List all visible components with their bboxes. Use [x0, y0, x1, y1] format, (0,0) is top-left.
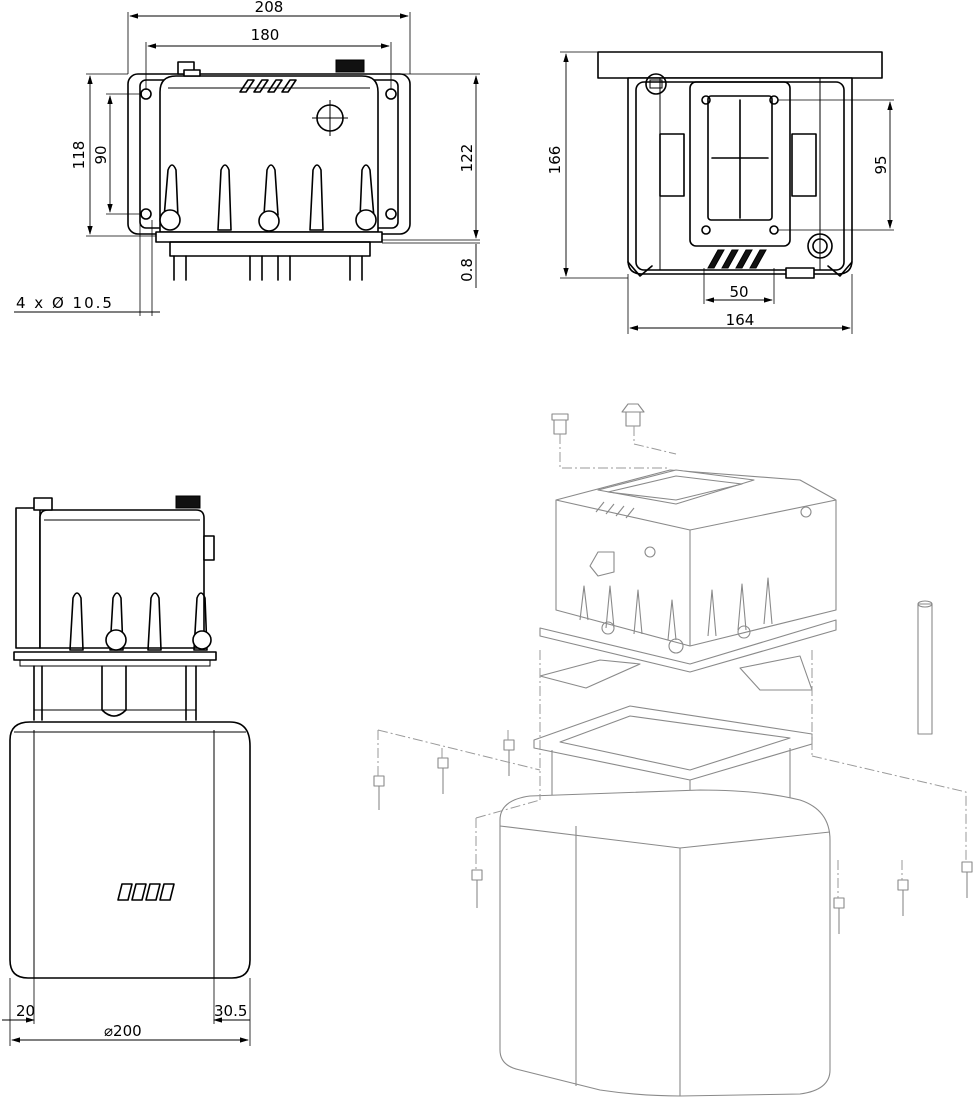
dim-left-offset: 20	[16, 1002, 35, 1020]
dim-tank-size: ⌀200	[104, 1022, 142, 1040]
top-view: 166 95 50 164	[546, 51, 894, 334]
vent-slots	[239, 79, 297, 93]
logo-mark	[117, 883, 175, 901]
mounting-holes	[140, 88, 397, 220]
dim-height-right: 122	[458, 144, 476, 173]
front-view: 208 180 118 90 122 0.8 4 x Ø 10.5	[14, 0, 480, 316]
dim-top-height: 166	[546, 146, 564, 175]
dim-height-overall: 118	[70, 141, 88, 170]
dim-slot-width: 50	[729, 283, 748, 301]
exploded-view	[373, 403, 973, 1097]
dim-width-overall: 208	[255, 0, 284, 16]
dim-gap: 0.8	[458, 258, 476, 282]
side-view: 20 30.5 ⌀200	[2, 495, 251, 1046]
cooling-fins	[163, 164, 375, 231]
dim-top-width: 164	[726, 311, 755, 329]
dim-width-holes: 180	[251, 26, 280, 44]
screws	[373, 739, 973, 934]
dim-hole-callout: 4 x Ø 10.5	[16, 294, 114, 312]
dim-right-offset: 30.5	[214, 1002, 247, 1020]
dim-height-holes: 90	[92, 145, 110, 164]
dim-hole-spacing: 95	[872, 155, 890, 174]
